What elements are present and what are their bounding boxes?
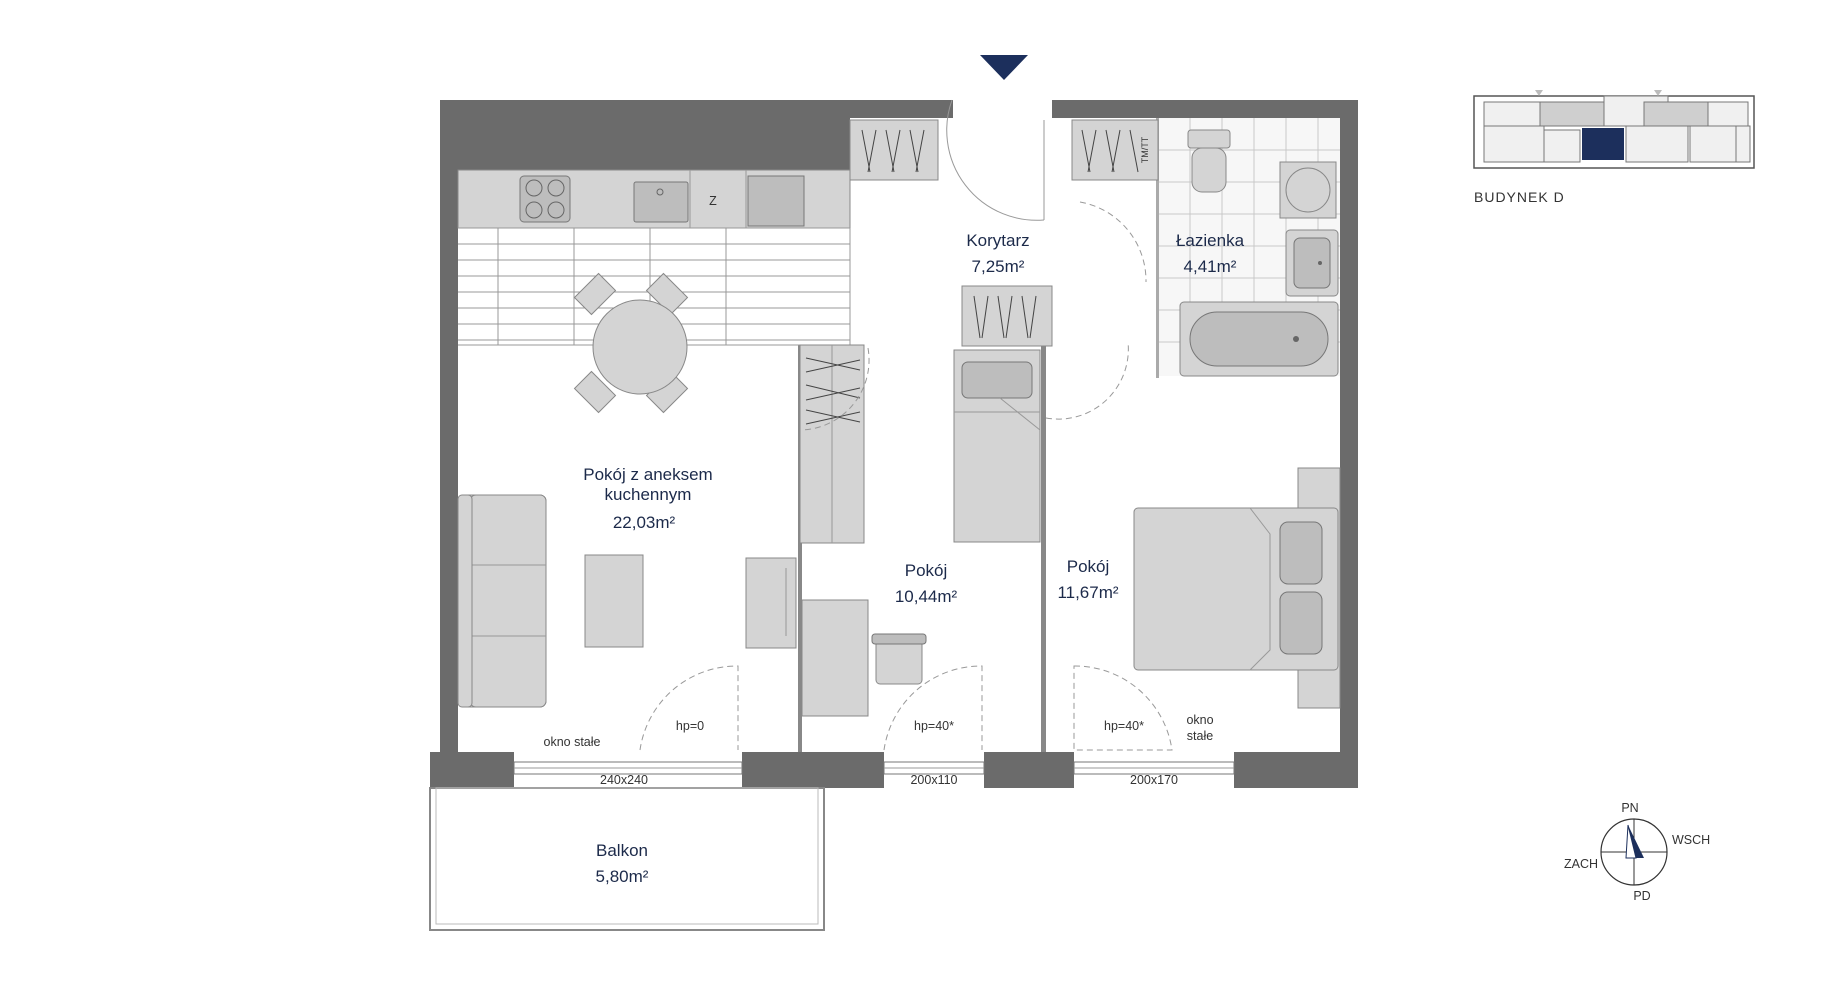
compass-south: PD [1633, 889, 1650, 903]
room2-label: Pokój [1067, 557, 1110, 576]
compass-west: ZACH [1564, 857, 1598, 871]
bathtub [1179, 301, 1339, 377]
corridor-wardrobe-right: TM/TT [1071, 119, 1159, 181]
compass-north: PN [1621, 801, 1638, 815]
kitchen-counter: Z [457, 169, 851, 229]
tm-tt-label: TM/TT [1140, 136, 1150, 163]
room1-bed [953, 349, 1041, 543]
corridor-wardrobe-left [849, 119, 939, 181]
room2-window-note: okno [1186, 713, 1213, 727]
entrance-arrow-icon [980, 55, 1028, 80]
washing-machine [1279, 161, 1337, 219]
key-plan [1473, 90, 1755, 169]
bathroom-door [1079, 201, 1147, 283]
toilet [1187, 129, 1231, 193]
room1-window-hp: hp=40* [914, 719, 954, 733]
living-room-area: 22,03m² [613, 513, 676, 532]
kitchen-floor-lines [458, 227, 851, 346]
double-bed [1133, 507, 1339, 671]
room2-window-hp: hp=40* [1104, 719, 1144, 733]
room1-window-size: 200x110 [910, 773, 957, 787]
tv-cabinet [745, 557, 797, 649]
room1-window-door [883, 665, 983, 751]
entrance-door [946, 99, 1045, 221]
corridor-cabinet [961, 285, 1053, 347]
living-room-label-2: kuchennym [605, 485, 692, 504]
bathroom-label: Łazienka [1176, 231, 1245, 250]
balcony-area: 5,80m² [596, 867, 649, 886]
room2-window-size: 200x170 [1130, 773, 1178, 787]
living-room-label: Pokój z aneksem [583, 465, 712, 484]
room1-door [801, 347, 870, 431]
bathroom-area: 4,41m² [1184, 257, 1237, 276]
coffee-table [584, 554, 644, 648]
fridge-letter: Z [709, 194, 717, 208]
washbasin [1285, 229, 1339, 297]
balcony-outline [429, 787, 825, 931]
building-label: BUDYNEK D [1474, 189, 1565, 205]
balcony-label: Balkon [596, 841, 648, 860]
sofa [457, 494, 547, 708]
living-window-note: okno stałe [544, 735, 601, 749]
living-window-size: 240x240 [600, 773, 648, 787]
room2-door [1045, 341, 1129, 420]
room1-area: 10,44m² [895, 587, 958, 606]
dining-table [573, 272, 689, 414]
living-window-door [639, 665, 739, 751]
windows [513, 761, 1235, 775]
compass [1600, 818, 1668, 886]
wardrobe-room1 [799, 344, 865, 544]
room2-window-door [1073, 665, 1173, 751]
living-window-hp: hp=0 [676, 719, 704, 733]
corridor-label: Korytarz [966, 231, 1029, 250]
room2-window-note-2: stałe [1187, 729, 1213, 743]
compass-needle-icon [1628, 825, 1644, 858]
room1-label: Pokój [905, 561, 948, 580]
room2-area: 11,67m² [1057, 583, 1118, 602]
room1-desk [801, 599, 927, 717]
compass-east: WSCH [1672, 833, 1710, 847]
corridor-area: 7,25m² [972, 257, 1025, 276]
